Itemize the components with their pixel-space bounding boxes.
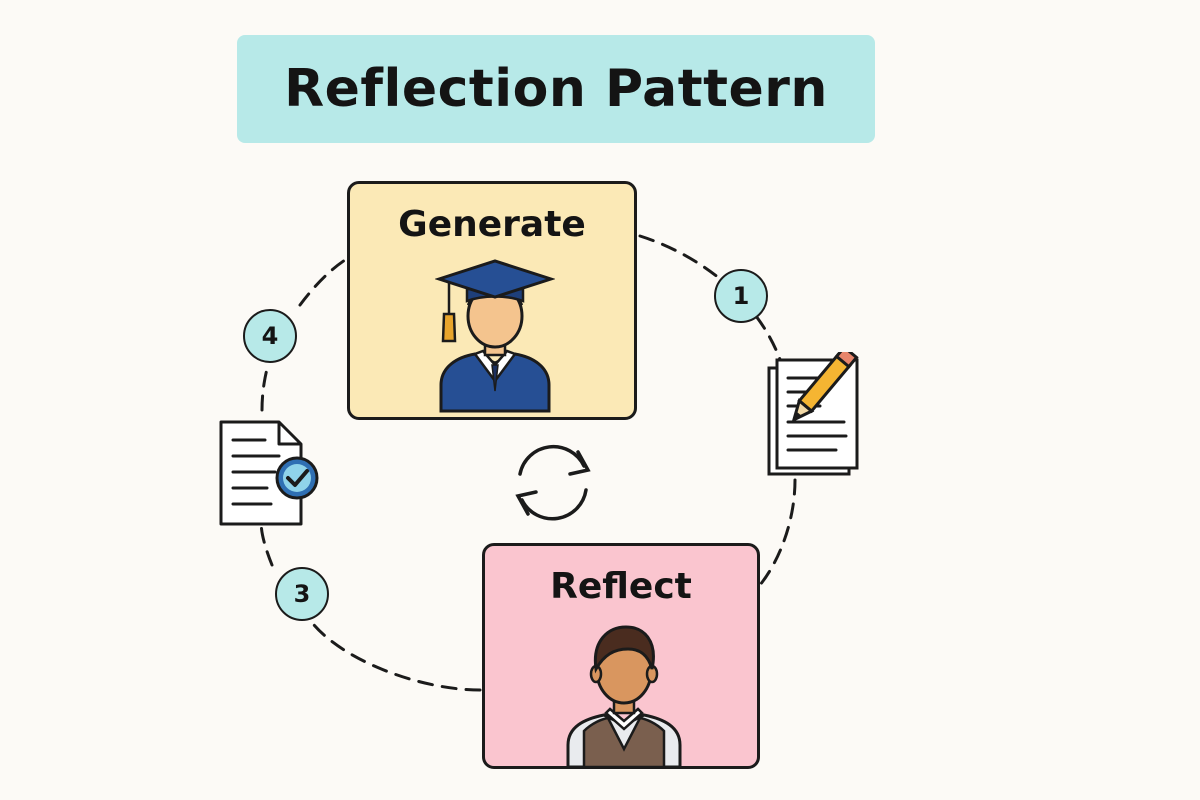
step-3-badge: 3: [275, 567, 329, 621]
reflect-node: Reflect: [482, 543, 760, 769]
step-1-badge: 1: [714, 269, 768, 323]
refresh-cycle-icon: [515, 444, 591, 521]
generate-node: Generate: [347, 181, 637, 420]
step-4-badge: 4: [243, 309, 297, 363]
reflect-label: Reflect: [550, 566, 692, 607]
checked-document-icon: [219, 420, 319, 526]
edit-document-icon: [767, 352, 859, 476]
generate-label: Generate: [398, 204, 586, 245]
graduate-icon: [435, 259, 555, 413]
title-banner: Reflection Pattern: [237, 35, 875, 143]
page-title: Reflection Pattern: [284, 59, 828, 119]
person-icon: [566, 625, 682, 769]
